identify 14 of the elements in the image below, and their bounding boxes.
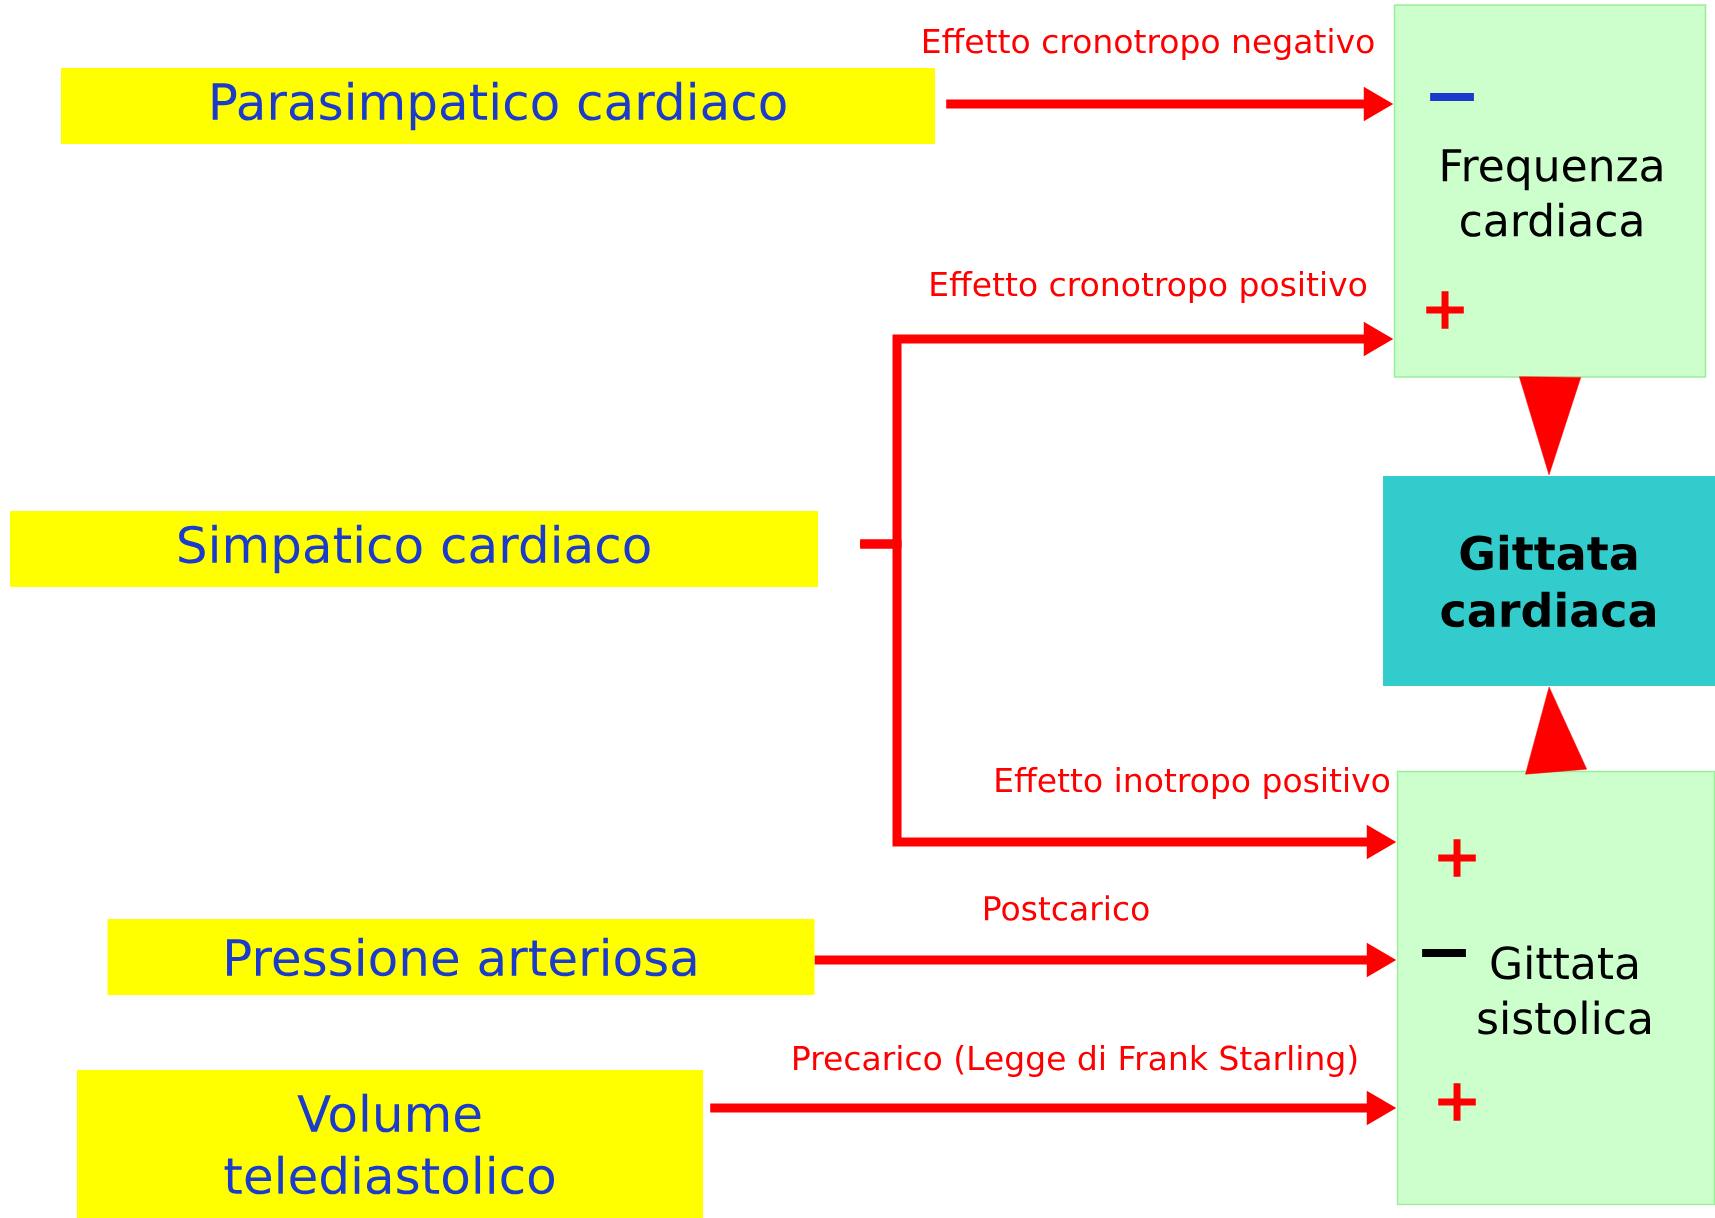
effect-box: + − Gittata sistolica + (1396, 770, 1715, 1206)
effect-box: − Frequenza cardiaca + (1393, 4, 1707, 378)
source-box: Pressione arteriosa (107, 919, 815, 995)
edge-label: Effetto cronotropo positivo (931, 271, 1367, 303)
source-box: Parasimpatico cardiaco (61, 68, 935, 144)
edge-label: Effetto cronotropo negativo (923, 28, 1374, 60)
wedge-arrow (1525, 686, 1587, 775)
wedge-arrow (1519, 376, 1581, 476)
source-box: Volume telediastolico (77, 1070, 703, 1218)
source-box: Simpatico cardiaco (10, 511, 818, 587)
edge-label: Postcarico (985, 895, 1149, 921)
edge-label: Effetto inotropo positivo (996, 767, 1390, 799)
edge-label: Precarico (Legge di Frank Starling) (794, 1045, 1357, 1077)
output-box: Gittata cardiaca (1383, 476, 1715, 686)
